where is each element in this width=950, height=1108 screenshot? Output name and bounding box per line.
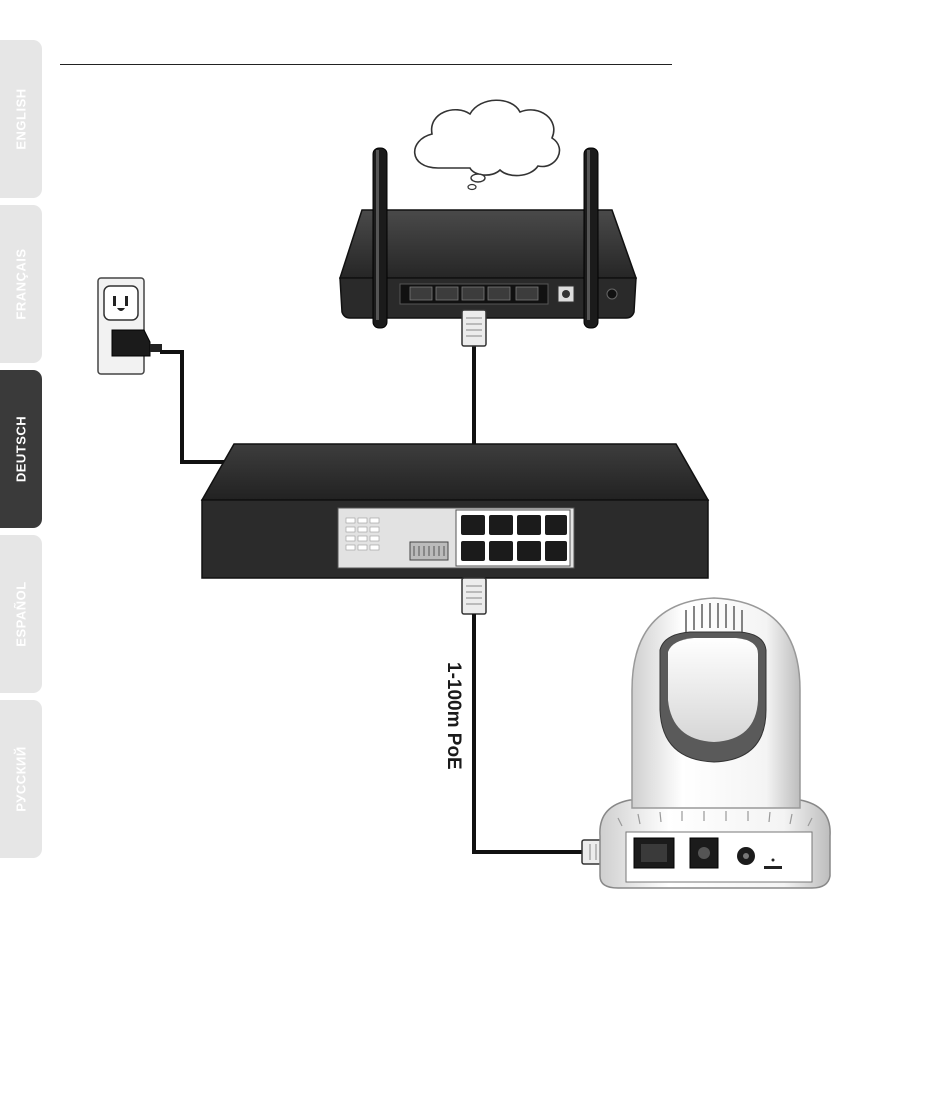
cable-length-label: 1-100m PoE [443, 662, 464, 770]
poe-cable [462, 578, 618, 864]
power-outlet-icon [98, 278, 162, 374]
internet-cloud-icon [415, 100, 560, 189]
ip-camera-icon [600, 598, 830, 888]
poe-switch-icon [202, 444, 708, 578]
power-cable [160, 352, 238, 462]
